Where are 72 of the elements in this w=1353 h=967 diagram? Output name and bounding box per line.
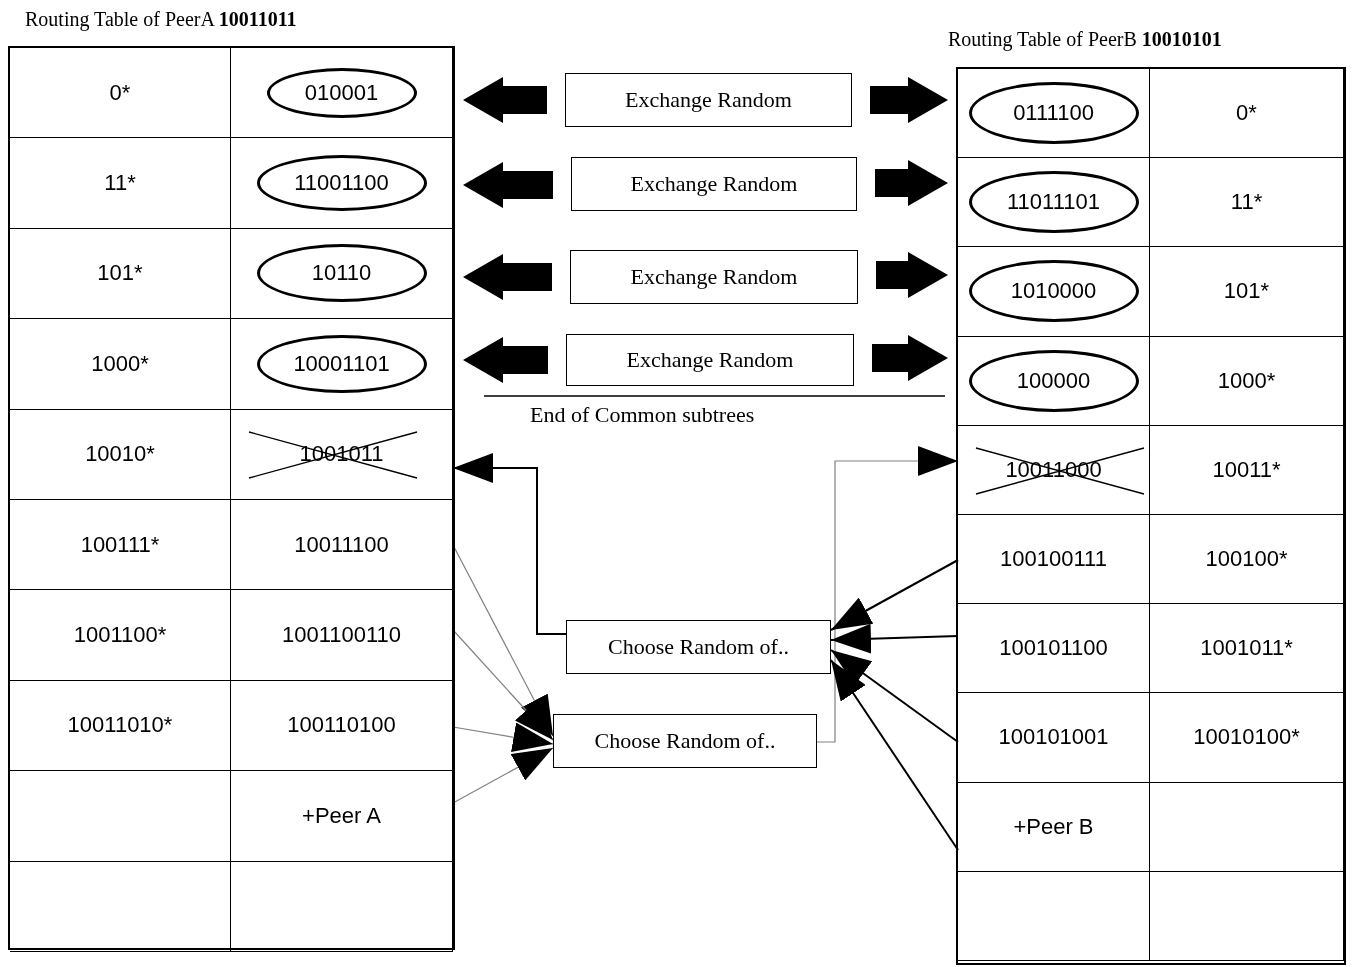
table-cell: 1000* xyxy=(1150,336,1344,426)
circled-value: 1010000 xyxy=(968,260,1139,323)
table-cell: 100100111 xyxy=(958,515,1150,605)
table-cell: 1001100110 xyxy=(231,590,453,681)
arrow xyxy=(830,623,959,654)
circled-value: 100000 xyxy=(968,349,1139,412)
table-cell xyxy=(1150,871,1344,961)
table-cell xyxy=(231,861,453,952)
block-arrow xyxy=(876,252,948,298)
table-cell xyxy=(1150,782,1344,872)
note-text: End of Common subtrees xyxy=(530,402,755,428)
process-box: Exchange Random xyxy=(571,157,857,211)
arrow xyxy=(452,629,554,741)
table-heading: Routing Table of PeerB 10010101 xyxy=(948,28,1222,51)
arrow xyxy=(452,722,554,753)
process-box: Exchange Random xyxy=(566,334,854,386)
arrow xyxy=(830,659,959,851)
table-cell: 11* xyxy=(10,138,231,229)
process-box: Exchange Random xyxy=(565,73,852,127)
table-cell: 1001100* xyxy=(10,590,231,681)
table-cell xyxy=(231,138,453,229)
arrow xyxy=(452,453,567,635)
arrow xyxy=(452,747,554,804)
circled-value: 0111100 xyxy=(968,82,1139,145)
table-cell xyxy=(231,319,453,410)
table-cell: 100110100 xyxy=(231,680,453,772)
table-cell: +Peer B xyxy=(958,782,1150,872)
table-cell xyxy=(10,771,231,862)
table-cell: 10010100* xyxy=(1150,693,1344,783)
table-cell xyxy=(958,336,1150,426)
table-cell: 0* xyxy=(1150,69,1344,159)
table-cell: 10010* xyxy=(10,409,231,500)
block-arrow xyxy=(875,160,948,206)
arrow xyxy=(816,446,959,743)
table-cell: 100111* xyxy=(10,500,231,591)
table-cell: 10011010* xyxy=(10,680,231,772)
table-cell xyxy=(231,48,453,139)
table-cell: 100101100 xyxy=(958,604,1150,694)
table-cell xyxy=(10,861,231,952)
block-arrow xyxy=(463,77,547,123)
block-arrow xyxy=(463,337,548,383)
block-arrow xyxy=(463,254,552,300)
table-cell xyxy=(958,871,1150,961)
table-cell: 11* xyxy=(1150,158,1344,248)
block-arrow xyxy=(870,77,948,123)
process-box: Choose Random of.. xyxy=(566,620,831,674)
process-box: Choose Random of.. xyxy=(553,714,817,768)
circled-value: 010001 xyxy=(266,67,417,118)
table-cell: 101* xyxy=(1150,247,1344,337)
table-cell: 10011100 xyxy=(231,500,453,591)
table-cell xyxy=(958,247,1150,337)
circled-value: 11011101 xyxy=(968,171,1139,234)
circled-value: 10001101 xyxy=(256,334,427,393)
circled-value: 10110 xyxy=(256,244,427,303)
process-box: Exchange Random xyxy=(570,250,858,304)
table-cell xyxy=(231,228,453,320)
table-cell: 101* xyxy=(10,228,231,320)
table-cell: 10011* xyxy=(1150,425,1344,515)
block-arrow xyxy=(872,335,948,381)
arrow xyxy=(830,649,959,743)
table-cell: 100101001 xyxy=(958,693,1150,783)
table-cell: 100100* xyxy=(1150,515,1344,605)
table-cell: 1000* xyxy=(10,319,231,410)
table-heading: Routing Table of PeerA 10011011 xyxy=(25,8,297,31)
block-arrow xyxy=(463,162,553,208)
arrow xyxy=(830,559,959,631)
table-cell xyxy=(958,69,1150,159)
table-cell: 1001011* xyxy=(1150,604,1344,694)
table-cell: 0* xyxy=(10,48,231,139)
table-cell xyxy=(958,158,1150,248)
table-cell: +Peer A xyxy=(231,771,453,862)
circled-value: 11001100 xyxy=(256,155,427,212)
